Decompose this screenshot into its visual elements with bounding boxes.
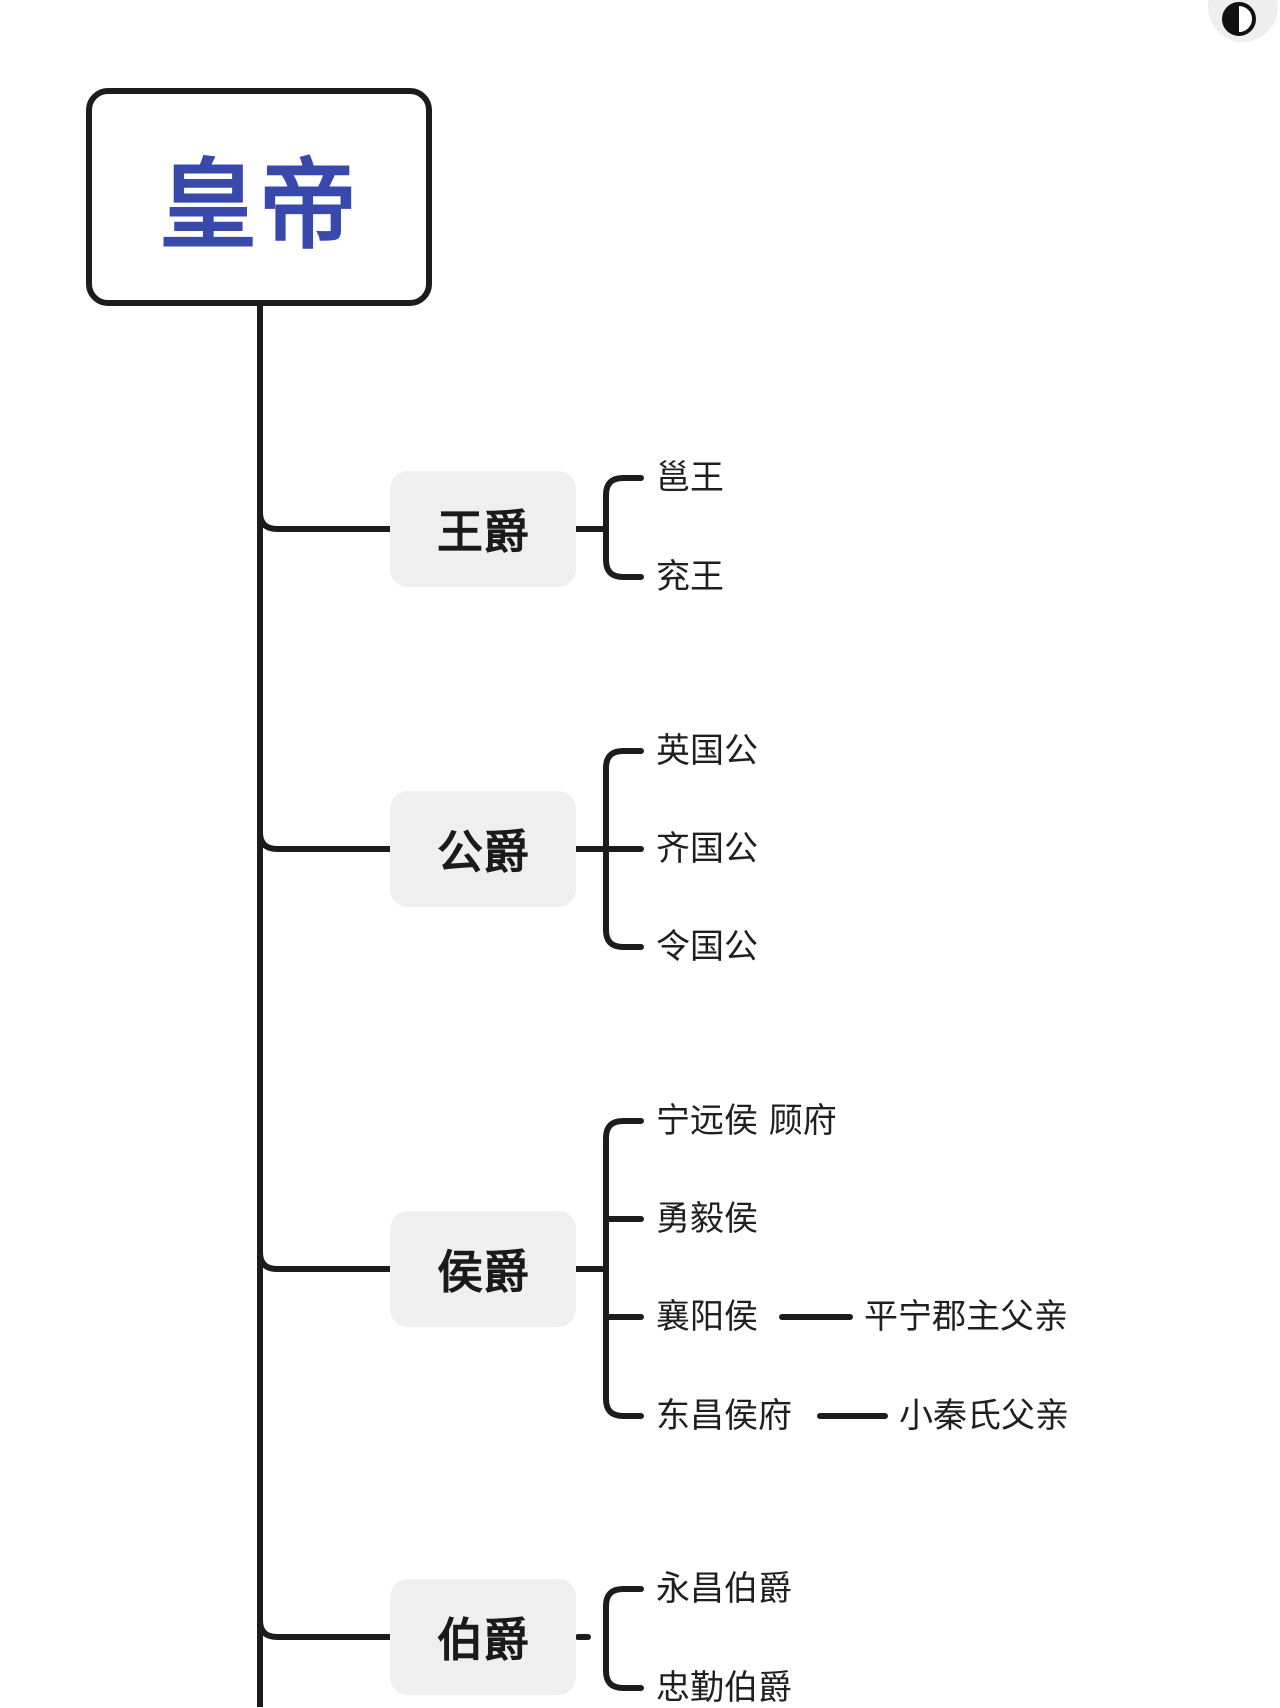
leaf-node: 邕王 [656, 458, 724, 498]
rank-node-wangjue: 王爵 [390, 471, 576, 587]
rank-label: 公爵 [437, 825, 529, 879]
rank-node-bojue: 伯爵 [390, 1579, 576, 1695]
root-node: 皇帝 [86, 88, 432, 306]
leaf-node: 永昌伯爵 [656, 1569, 792, 1609]
rank-label: 侯爵 [437, 1245, 529, 1299]
leaf-node: 英国公 [656, 731, 758, 771]
bracket [603, 1586, 644, 1691]
rank-node-houjue: 侯爵 [390, 1211, 576, 1327]
contrast-glyph-icon [1222, 2, 1256, 36]
rank-label: 王爵 [437, 505, 529, 559]
rank-label: 伯爵 [437, 1613, 529, 1667]
leaf-node: 襄阳侯 [656, 1297, 758, 1337]
leaf-node: 令国公 [656, 927, 758, 967]
branch-line [257, 1617, 393, 1640]
leaf-note: 平宁郡主父亲 [864, 1297, 1068, 1337]
leaf-node: 东昌侯府 [656, 1396, 792, 1436]
branch-line [257, 509, 393, 532]
leaf-node: 勇毅侯 [656, 1199, 758, 1239]
leaf-node: 宁远侯 顾府 [656, 1101, 837, 1141]
branch-line [257, 829, 393, 852]
leaf-note: 小秦氏父亲 [899, 1396, 1069, 1436]
contrast-icon[interactable] [1208, 0, 1278, 42]
leaf-node: 忠勤伯爵 [656, 1668, 792, 1708]
rank-node-gongjue: 公爵 [390, 791, 576, 907]
bracket [603, 1118, 644, 1419]
leaf-node: 兖王 [656, 557, 724, 597]
branch-line [257, 1249, 393, 1272]
root-label: 皇帝 [158, 149, 359, 263]
leaf-node: 齐国公 [656, 829, 758, 869]
bracket [603, 475, 644, 580]
bracket [603, 748, 644, 950]
